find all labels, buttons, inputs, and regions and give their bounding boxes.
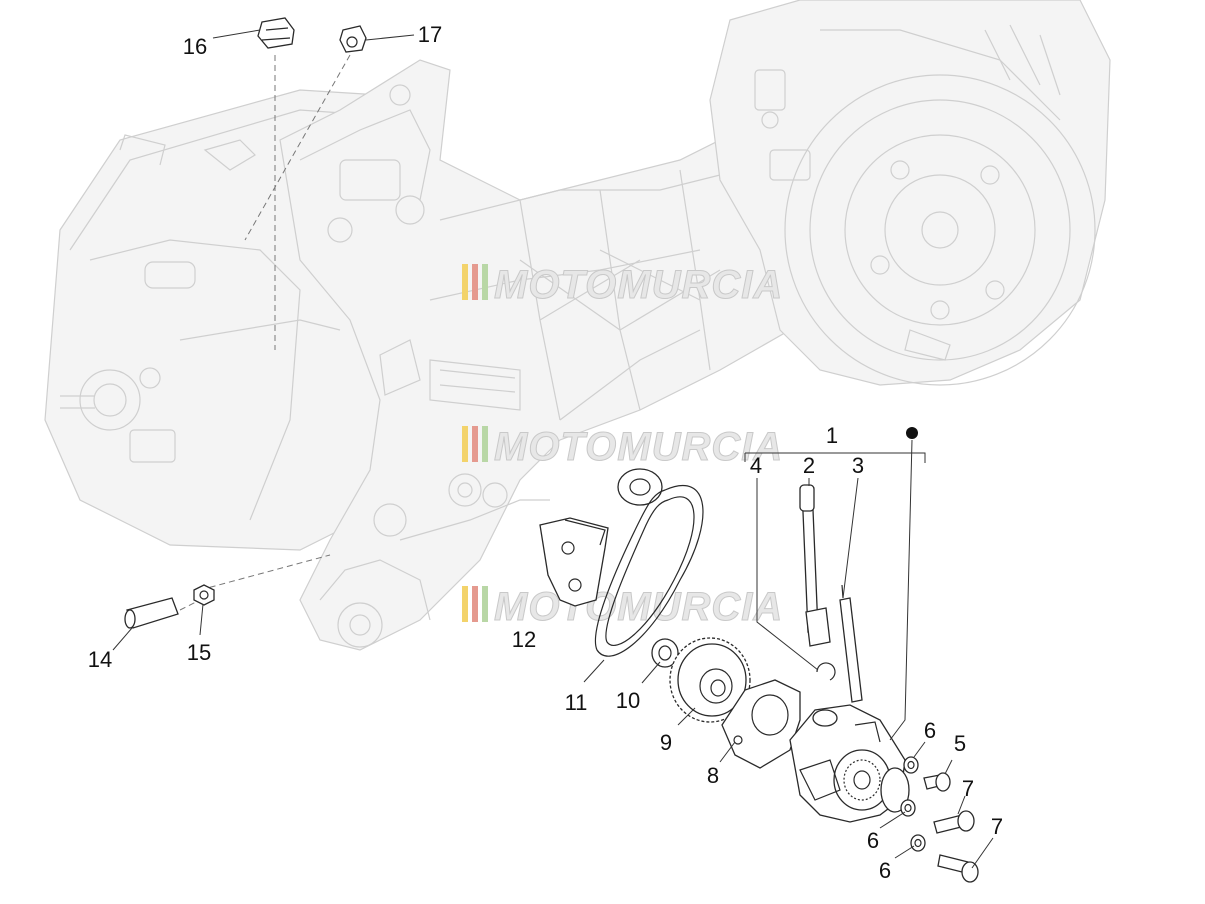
callout-10: 10	[616, 688, 640, 713]
engine-housing-outline	[44, 0, 1111, 651]
callout-15: 15	[187, 640, 211, 665]
callout-6-b: 6	[867, 828, 879, 853]
sprocket-gear-part	[669, 637, 751, 723]
callout-9: 9	[660, 730, 672, 755]
callout-3: 3	[852, 453, 864, 478]
callout-6-a: 6	[924, 718, 936, 743]
pump-shaft-part	[799, 484, 831, 647]
assembly-lines	[179, 54, 351, 611]
callout-8: 8	[707, 763, 719, 788]
callout-labels: 1 2 3 4 5 6 6 6 6 7 7 8 9 10 11 12 14 15…	[88, 22, 1003, 883]
nut-part	[193, 584, 215, 606]
stud-part	[124, 597, 179, 629]
callout-17: 17	[418, 22, 442, 47]
callout-6-c: 6	[879, 858, 891, 883]
washer-part	[651, 638, 679, 668]
oil-pipe-part	[839, 584, 863, 703]
hose-clamp-part	[257, 17, 295, 49]
callout-16: 16	[183, 34, 207, 59]
circlip-part	[816, 662, 836, 681]
callout-14: 14	[88, 647, 112, 672]
callout-5: 5	[954, 731, 966, 756]
callout-4: 4	[750, 453, 762, 478]
long-screws-part	[933, 810, 979, 883]
drive-chain-part	[594, 484, 704, 657]
chain-guide-part	[539, 517, 609, 607]
watermark: MOTOMURCIA MOTOMURCIA MOTOMURCIA	[462, 263, 783, 630]
callout-1: 1	[826, 423, 838, 448]
gasket-part	[721, 679, 801, 769]
watermark-bottom: MOTOMURCIA	[462, 585, 783, 630]
small-clamp-part	[339, 25, 367, 53]
callout-7-b: 7	[991, 814, 1003, 839]
watermark-text: MOTOMURCIA	[494, 585, 783, 629]
watermark-top: MOTOMURCIA	[462, 263, 783, 308]
callout-7-a: 7	[962, 776, 974, 801]
callout-11: 11	[565, 690, 588, 715]
upper-washer-part	[617, 468, 663, 506]
watermark-text: MOTOMURCIA	[494, 263, 783, 307]
oil-pump-body-part	[789, 704, 910, 823]
watermark-text: MOTOMURCIA	[494, 425, 783, 469]
washers-6-part	[900, 756, 926, 852]
short-screw-part	[923, 772, 951, 792]
leader-lines	[112, 29, 994, 869]
callout-2: 2	[803, 453, 815, 478]
watermark-middle: MOTOMURCIA	[462, 425, 783, 470]
callout-12: 12	[512, 627, 536, 652]
bullet-marker	[906, 427, 918, 439]
